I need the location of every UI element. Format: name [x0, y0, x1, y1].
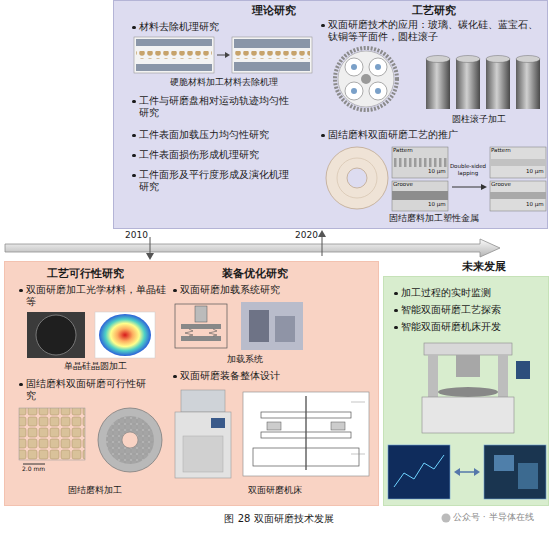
bullet-item: 工件表面损伤形成机理研究	[130, 149, 315, 161]
year-label: 2020	[288, 230, 318, 241]
research-panel: 未来发展加工过程的实时监测智能双面研磨工艺探索智能双面研磨机床开发	[383, 276, 549, 506]
bullet-item: 双面研磨加载系统研究	[171, 284, 371, 296]
figure-caption: 单晶硅晶圆加工	[25, 361, 165, 373]
scale-label: 10 μm	[526, 201, 544, 208]
section-heading: 工艺可行性研究	[25, 267, 145, 281]
year-tick-head	[146, 253, 154, 260]
scale-label: 10 μm	[428, 201, 446, 208]
section-heading: 理论研究	[224, 4, 324, 18]
bullet-item: 工件表面加载压力均匀性研究	[130, 129, 315, 141]
year-tick-head	[318, 230, 326, 237]
figure-caption: 硬脆材料加工材料去除机理	[129, 77, 319, 89]
bullet-item: 工件面形及平行度形成及演化机理研究	[130, 169, 295, 194]
scale-label: 2.0 mm	[22, 465, 45, 472]
scale-label: 10 μm	[526, 168, 544, 175]
year-label: 2010	[118, 230, 148, 241]
bullet-item: 材料去除机理研究	[130, 21, 315, 33]
figure-caption: 固结磨料加工	[25, 485, 165, 497]
section-heading: 工艺研究	[384, 4, 484, 18]
year-tick	[150, 237, 151, 254]
figure-caption: 固结磨料加工塑性金属	[329, 213, 539, 225]
bullet-item: 智能双面研磨机床开发	[392, 321, 547, 333]
year-tick	[322, 236, 323, 256]
watermark: 公众号 · 半导体在线	[453, 512, 534, 523]
figure-caption: 圆柱滚子加工	[414, 114, 544, 126]
image-label: Pattern	[393, 147, 413, 154]
image-label: Groove	[393, 181, 413, 188]
bullet-item: 智能双面研磨工艺探索	[392, 304, 547, 316]
image-label: Groove	[491, 181, 511, 188]
research-panel: 理论研究材料去除机理研究硬脆材料加工材料去除机理工件与研磨盘相对运动轨迹均匀性研…	[113, 0, 548, 229]
section-heading: 装备优化研究	[195, 267, 315, 281]
bullet-item: 双面研磨装备整体设计	[171, 370, 371, 382]
bullet-item: 固结磨料双面研磨工艺的推广	[319, 129, 544, 141]
scale-label: 10 μm	[428, 168, 446, 175]
section-heading: 未来发展	[434, 260, 534, 274]
image-label: Double-sided lapping	[447, 163, 489, 176]
bullet-item: 双面研磨加工光学材料，单晶硅等	[17, 284, 167, 309]
bullet-item: 双面研磨技术的应用：玻璃、碳化硅、蓝宝石、钛铜等平面件，圆柱滚子	[319, 19, 544, 44]
bullet-item: 工件与研磨盘相对运动轨迹均匀性研究	[130, 95, 295, 120]
timeline-arrow	[5, 239, 500, 257]
figure-caption: 加载系统	[185, 354, 305, 366]
research-panel: 工艺可行性研究双面研磨加工光学材料，单晶硅等单晶硅晶圆加工固结磨料双面研磨可行性…	[4, 261, 379, 506]
watermark-icon	[442, 514, 451, 523]
image-label: Pattern	[491, 147, 511, 154]
bullet-item: 加工过程的实时监测	[392, 287, 547, 299]
bullet-item: 固结磨料双面研磨可行性研究	[17, 378, 147, 403]
figure-caption: 双面研磨机床	[205, 485, 345, 497]
